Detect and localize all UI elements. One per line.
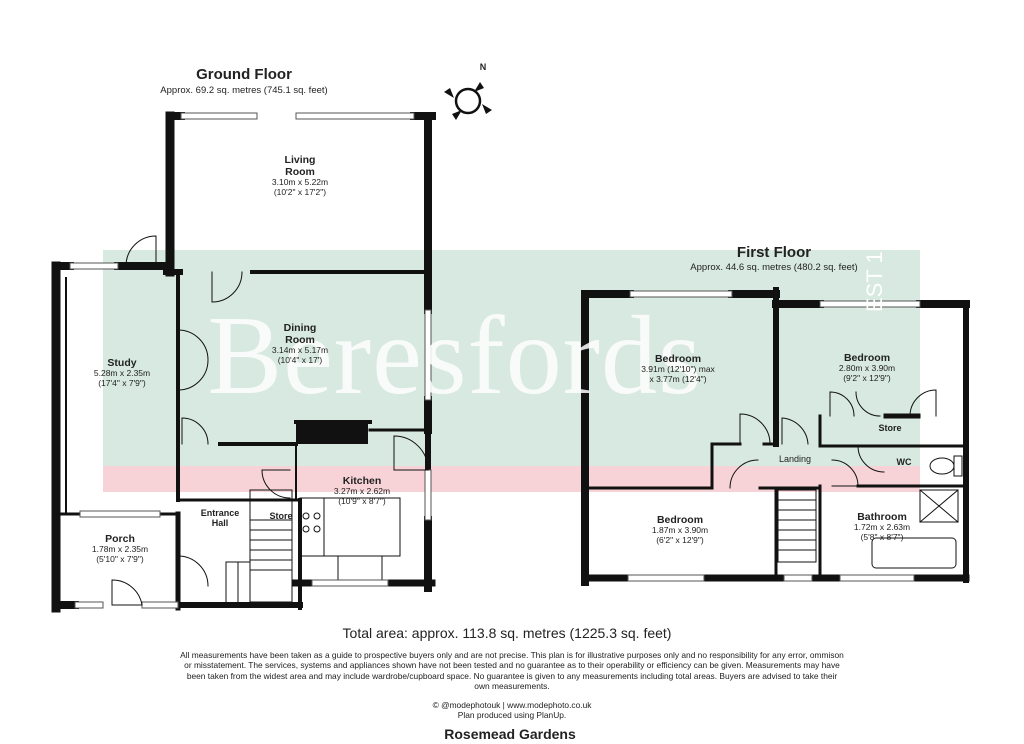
room-dining: Dining Room 3.14m x 5.17m (10'4" x 17') [271,322,329,365]
address: Rosemead Gardens [444,726,576,742]
ground-floor-title: Ground Floor [196,66,292,83]
room-entrance-hall: Entrance Hall [200,508,240,529]
room-kitchen: Kitchen 3.27m x 2.62m (10'9" x 8'7") [333,475,391,506]
credit-line-1: © @modephotouk | www.modephoto.co.uk [432,700,592,710]
room-bedroom-2: Bedroom 2.80m x 3.90m (9'2" x 12'9") [838,352,896,383]
compass-label: N [479,62,487,72]
room-wc: WC [896,457,912,467]
room-study: Study 5.28m x 2.35m (17'4" x 7'9") [93,357,151,388]
disclaimer: All measurements have been taken as a gu… [180,650,844,691]
ground-floor-area: Approx. 69.2 sq. metres (745.1 sq. feet) [160,85,328,96]
first-floor-title: First Floor [736,244,812,261]
watermark-est: EST 1968 [862,214,887,312]
room-bedroom-3: Bedroom 1.87m x 3.90m (6'2" x 12'9") [651,514,709,545]
room-living: Living Room 3.10m x 5.22m (10'2" x 17'2"… [271,154,329,197]
total-area: Total area: approx. 113.8 sq. metres (12… [342,625,672,641]
room-bedroom-1: Bedroom 3.91m (12'10") max x 3.77m (12'4… [641,353,715,384]
watermark-brand: Beresfords [207,294,703,418]
room-store-first: Store [878,423,902,433]
credit-line-2: Plan produced using PlanUp. [457,709,567,720]
chimney-breast [296,422,368,444]
credit: © @modephotouk | www.modephoto.co.uk Pla… [432,700,592,720]
compass-icon [444,82,492,120]
room-store-ground: Store [269,511,293,521]
first-floor-area: Approx. 44.6 sq. metres (480.2 sq. feet) [690,262,858,273]
room-landing: Landing [778,454,812,464]
room-porch: Porch 1.78m x 2.35m (5'10" x 7'9") [91,533,149,564]
room-bathroom: Bathroom 1.72m x 2.63m (5'8" x 8'7") [853,511,911,542]
